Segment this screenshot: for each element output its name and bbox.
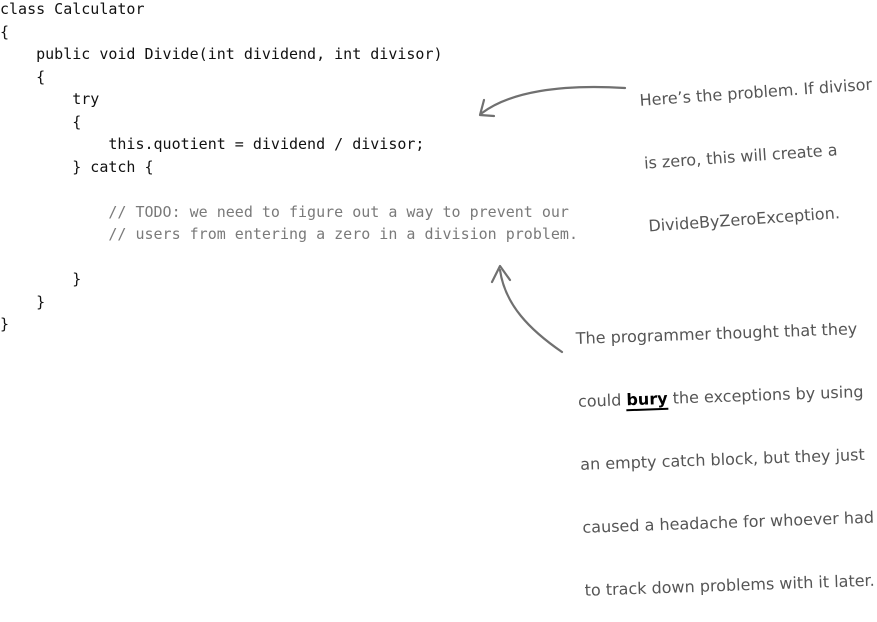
code-line-class-close-brace: } [0,315,10,333]
annotation-arrows [478,85,627,354]
annotation-2-line-2-before: could [577,390,627,411]
annotation-2-line-5: to track down problems with it later. [584,570,876,600]
code-line-catch: } catch { [0,157,154,176]
arrow-head-to-division-line [478,98,496,118]
code-line-method-open-brace: { [0,67,46,86]
code-line-try: try [0,90,100,108]
code-line-catch-close-brace: } [0,270,82,288]
code-line-division: this.quotient = dividend / divisor; [0,135,425,153]
annotation-2-emphasis-bury: bury [626,388,668,412]
code-line-try-open-brace: { [0,112,82,131]
arrow-to-division-line [480,85,627,115]
annotation-2-line-1: The programmer thought that they [575,319,858,348]
annotation-1-line-2: is zero, this will create a [643,140,839,173]
arrow-head-to-empty-catch [490,264,512,284]
annotation-2-line-4: caused a headache for whoever had [582,507,875,537]
arrow-to-empty-catch [498,268,564,354]
code-line-open-brace: { [0,22,10,41]
code-line-comment-2: // users from entering a zero in a divis… [0,225,578,243]
annotation-empty-catch: The programmer thought that they could b… [574,276,877,622]
code-line-comment-1: // TODO: we need to figure out a way to … [0,202,569,221]
annotation-2-line-2: could bury the exceptions by using [578,381,870,412]
annotation-1-line-3: DivideByZeroException. [647,203,841,236]
code-line-class-declaration: class Calculator [0,0,145,18]
annotation-divide-by-zero: Here’s the problem. If divisor is zero, … [636,32,877,258]
annotation-2-line-3: an empty catch block, but they just [579,444,866,474]
code-line-method-close-brace: } [0,292,46,311]
annotation-1-line-1: Here’s the problem. If divisor [638,74,873,110]
code-line-method-signature: public void Divide(int dividend, int div… [0,45,443,63]
annotation-2-line-2-after: the exceptions by using [667,381,864,408]
